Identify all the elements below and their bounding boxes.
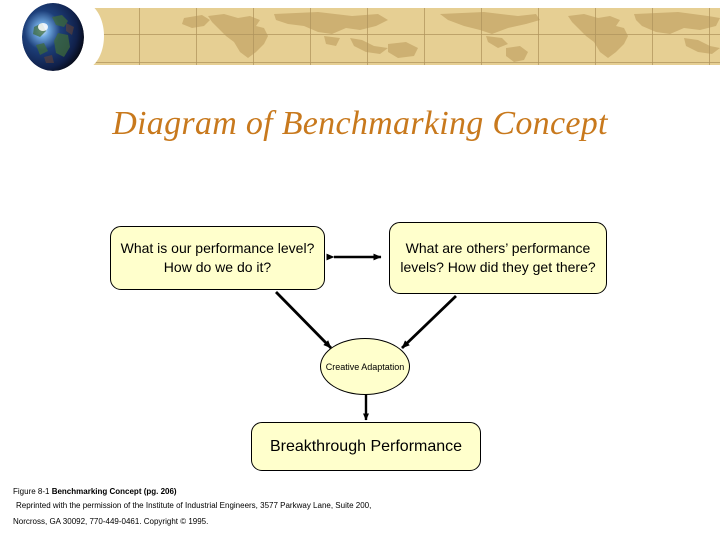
node-creative-adaptation[interactable]: Creative Adaptation [320,338,410,395]
figure-credit: Figure 8-1 Benchmarking Concept (pg. 206… [13,485,713,530]
connector-others-to-adaptation [401,294,457,350]
figure-title: Benchmarking Concept (pg. 206) [51,487,177,496]
node-breakthrough-performance[interactable]: Breakthrough Performance [251,422,481,471]
figure-permission-line-1: Reprinted with the permission of the Ins… [16,501,372,510]
connector-current-to-adaptation [275,291,332,349]
banner-grid-lines [88,8,720,65]
header-banner [0,0,720,71]
globe-icon [22,3,84,71]
node-current-performance-label: What is our performance level? How do we… [120,240,315,275]
node-others-performance-label: What are others’ performance levels? How… [400,240,596,275]
world-map-banner [88,8,720,65]
figure-permission-line-2: Norcross, GA 30092, 770-449-0461. Copyri… [13,517,209,526]
node-others-performance[interactable]: What are others’ performance levels? How… [389,222,607,294]
node-current-performance[interactable]: What is our performance level? How do we… [110,226,325,290]
node-breakthrough-performance-label: Breakthrough Performance [269,438,463,455]
node-creative-adaptation-label: Creative Adaptation [325,361,405,372]
figure-caption-line: Figure 8-1 Benchmarking Concept (pg. 206… [13,485,713,498]
figure-number: Figure 8-1 [13,487,52,496]
page-title: Diagram of Benchmarking Concept [112,105,608,142]
